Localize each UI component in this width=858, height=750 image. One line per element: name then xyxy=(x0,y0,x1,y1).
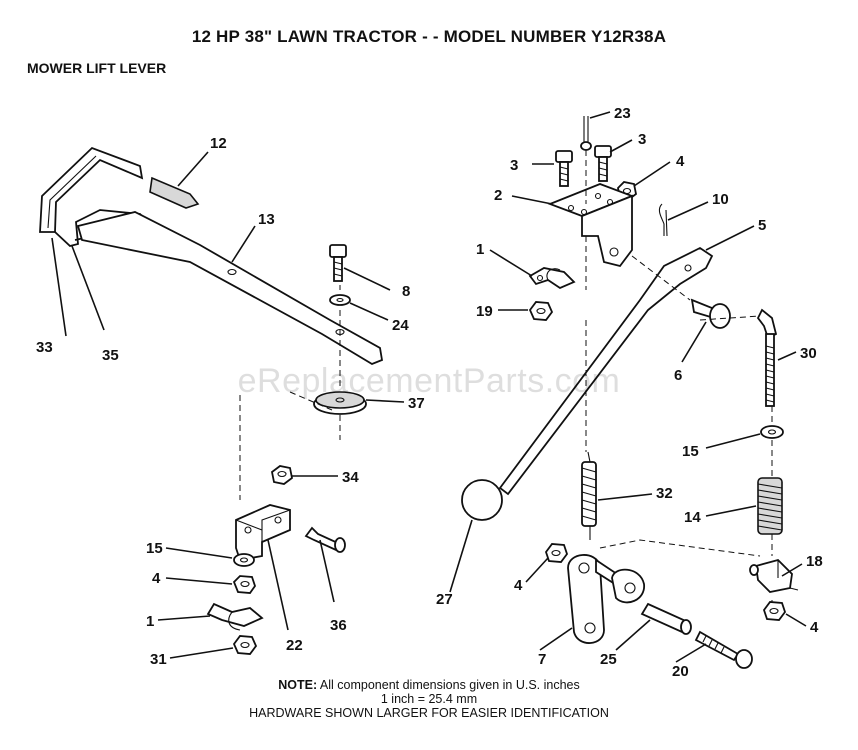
notes-block: NOTE: All component dimensions given in … xyxy=(0,678,858,720)
leader-lines xyxy=(51,111,807,663)
label-part-24: 24 xyxy=(392,317,409,334)
bolt-36 xyxy=(304,526,346,553)
label-part-18: 18 xyxy=(806,553,823,570)
label-part-12: 12 xyxy=(210,135,227,152)
label-part-37: 37 xyxy=(408,395,425,412)
bolt-3-left xyxy=(555,150,573,187)
nut-31 xyxy=(232,635,258,655)
nut-4-left xyxy=(232,575,256,594)
label-part-10: 10 xyxy=(712,191,729,208)
label-part-36: 36 xyxy=(330,617,347,634)
label-part-3-left: 3 xyxy=(510,157,518,174)
label-part-20: 20 xyxy=(672,663,689,680)
nut-19 xyxy=(528,301,554,321)
label-part-15-left: 15 xyxy=(146,540,163,557)
bolt-8 xyxy=(329,244,347,282)
pivot-arm-7 xyxy=(567,554,645,644)
spring-32 xyxy=(581,451,597,540)
spring-14 xyxy=(757,477,783,535)
label-part-7: 7 xyxy=(538,651,546,668)
sleeve-25 xyxy=(640,602,692,635)
label-part-35: 35 xyxy=(102,347,119,364)
mount-bracket-2 xyxy=(547,183,635,268)
diagram-subtitle: MOWER LIFT LEVER xyxy=(27,60,167,76)
bolt-3-right xyxy=(594,145,612,182)
adjust-rod-30 xyxy=(756,308,778,407)
label-part-4-bottom-right: 4 xyxy=(810,619,819,636)
watermark: eReplacementParts.com xyxy=(237,362,621,400)
label-part-8: 8 xyxy=(402,283,410,300)
bolt-20 xyxy=(694,630,753,669)
label-part-15-right: 15 xyxy=(682,443,699,460)
page-title: 12 HP 38" LAWN TRACTOR - - MODEL NUMBER … xyxy=(191,27,667,46)
label-part-1-left: 1 xyxy=(146,613,154,630)
label-part-30: 30 xyxy=(800,345,817,362)
note-label: NOTE: xyxy=(278,678,318,692)
label-part-4-middle: 4 xyxy=(514,577,523,594)
washer-15-left xyxy=(233,553,255,567)
lift-lever-arm-5 xyxy=(498,246,714,496)
label-part-3-right: 3 xyxy=(638,131,646,148)
label-part-5: 5 xyxy=(758,217,766,234)
label-part-33: 33 xyxy=(36,339,53,356)
lift-lever-bar xyxy=(76,211,384,366)
washer-37 xyxy=(313,391,367,415)
washer-15-right xyxy=(760,425,784,439)
label-part-2: 2 xyxy=(494,187,502,204)
washer-24 xyxy=(329,294,351,306)
label-part-34: 34 xyxy=(342,469,359,486)
note-text: All component dimensions given in U.S. i… xyxy=(319,678,580,692)
clip-1-right xyxy=(528,267,576,290)
label-part-6: 6 xyxy=(674,367,682,384)
conversion-note: 1 inch = 25.4 mm xyxy=(380,692,478,706)
handle-grip xyxy=(149,176,200,209)
label-part-23: 23 xyxy=(614,105,631,122)
label-part-27: 27 xyxy=(436,591,453,608)
nut-4-middle xyxy=(544,543,569,563)
label-part-22: 22 xyxy=(286,637,303,654)
label-part-14: 14 xyxy=(684,509,701,526)
label-part-19: 19 xyxy=(476,303,493,320)
nut-34 xyxy=(271,465,293,485)
nut-4-bottom-right xyxy=(762,601,787,621)
cotter-pin-23 xyxy=(580,116,592,151)
bolt-6 xyxy=(690,298,731,329)
label-part-31: 31 xyxy=(150,651,167,668)
knob-27 xyxy=(461,479,503,521)
label-part-4-top: 4 xyxy=(676,153,685,170)
label-part-4-left: 4 xyxy=(152,570,161,587)
swivel-18 xyxy=(749,558,799,593)
label-part-25: 25 xyxy=(600,651,617,668)
hardware-note: HARDWARE SHOWN LARGER FOR EASIER IDENTIF… xyxy=(249,706,609,720)
clip-1-left xyxy=(206,602,264,631)
label-part-32: 32 xyxy=(656,485,673,502)
bracket-22 xyxy=(235,504,291,562)
label-part-1-right: 1 xyxy=(476,241,484,258)
label-part-13: 13 xyxy=(258,211,275,228)
cotter-pin-10 xyxy=(658,203,668,237)
part-labels: 12 13 33 35 8 24 37 34 15 4 1 31 22 36 2… xyxy=(36,105,823,680)
note-line: NOTE: All component dimensions given in … xyxy=(0,678,858,692)
